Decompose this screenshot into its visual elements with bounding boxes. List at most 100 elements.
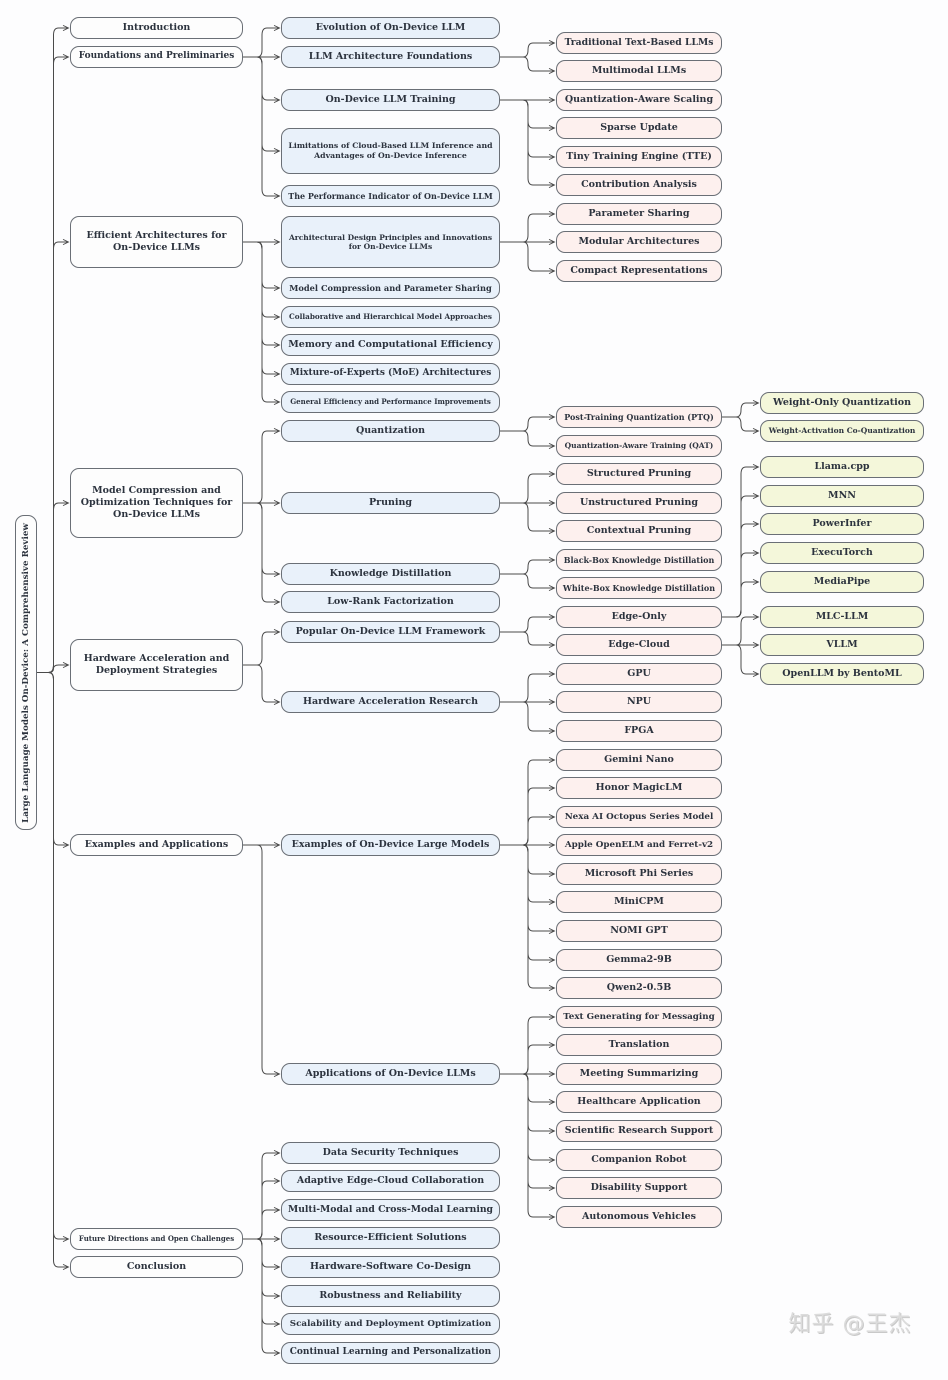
node-label: Disability Support bbox=[590, 1182, 688, 1194]
node-multimodal-learning: Multi-Modal and Cross-Modal Learning bbox=[281, 1199, 500, 1221]
node-label: The Performance Indicator of On-Device L… bbox=[288, 191, 493, 201]
connector-future-dir-to-multimodal-learning bbox=[243, 1210, 279, 1240]
node-distillation: Knowledge Distillation bbox=[281, 563, 500, 585]
connector-examples-models-to-ms-phi bbox=[500, 844, 554, 874]
node-label: Future Directions and Open Challenges bbox=[78, 1233, 235, 1243]
node-compact-repr: Compact Representations bbox=[556, 260, 722, 282]
node-memory: Memory and Computational Efficiency bbox=[281, 334, 500, 356]
node-label: Companion Robot bbox=[591, 1154, 687, 1166]
node-ptq: Post-Training Quantization (PTQ) bbox=[556, 406, 722, 428]
node-label: Adaptive Edge-Cloud Collaboration bbox=[296, 1175, 485, 1187]
zhihu-watermark: 知乎 @王杰 bbox=[788, 1312, 912, 1337]
node-robustness: Robustness and Reliability bbox=[281, 1285, 500, 1307]
node-hardware-accel: Hardware Acceleration and Deployment Str… bbox=[70, 639, 243, 691]
node-label: Data Security Techniques bbox=[322, 1147, 459, 1159]
node-meeting-sum: Meeting Summarizing bbox=[556, 1063, 722, 1085]
node-minicpm: MiniCPM bbox=[556, 891, 722, 913]
connector-quantization-to-qat bbox=[500, 430, 554, 446]
node-translation: Translation bbox=[556, 1034, 722, 1056]
node-moe: Mixture-of-Experts (MoE) Architectures bbox=[281, 363, 500, 385]
node-arch-design: Architectural Design Principles and Inno… bbox=[281, 216, 500, 268]
connector-applications-to-healthcare bbox=[500, 1073, 554, 1102]
connector-root-to-efficient-arch bbox=[37, 242, 68, 673]
node-future-dir: Future Directions and Open Challenges bbox=[70, 1228, 243, 1250]
node-contextual-pruning: Contextual Pruning bbox=[556, 520, 722, 542]
node-label: MLC-LLM bbox=[815, 611, 869, 623]
node-label: Quantization bbox=[355, 425, 426, 437]
node-training: On-Device LLM Training bbox=[281, 89, 500, 111]
node-contribution: Contribution Analysis bbox=[556, 174, 722, 196]
connector-edge-only-to-powerinfer bbox=[722, 524, 758, 618]
node-label: FPGA bbox=[624, 725, 654, 737]
node-intro: Introduction bbox=[70, 17, 243, 39]
node-label: Scalability and Deployment Optimization bbox=[289, 1318, 492, 1329]
node-label: Gemma2-9B bbox=[606, 954, 672, 966]
node-label: Unstructured Pruning bbox=[579, 497, 699, 509]
connector-distillation-to-black-box-kd bbox=[500, 560, 554, 575]
connector-edge-cloud-to-openllm bbox=[722, 644, 758, 674]
connector-root-to-intro bbox=[37, 28, 68, 673]
node-white-box-kd: White-Box Knowledge Distillation bbox=[556, 577, 722, 599]
node-label: Llama.cpp bbox=[814, 461, 870, 473]
node-honor-magiclm: Honor MagicLM bbox=[556, 777, 722, 799]
connector-hardware-accel-to-framework bbox=[243, 632, 279, 666]
node-label: Translation bbox=[608, 1039, 670, 1051]
node-label: Examples of On-Device Large Models bbox=[291, 839, 490, 851]
node-label: Large Language Models On-Device: A Compr… bbox=[21, 522, 32, 823]
connector-efficient-arch-to-memory bbox=[243, 241, 279, 345]
connector-model-compression-to-quantization bbox=[243, 431, 279, 504]
node-label: Honor MagicLM bbox=[595, 782, 683, 794]
connector-arch-design-to-compact-repr bbox=[500, 241, 554, 271]
connector-future-dir-to-scalability bbox=[243, 1238, 279, 1324]
node-label: Limitations of Cloud-Based LLM Inference… bbox=[288, 141, 493, 160]
node-low-rank: Low-Rank Factorization bbox=[281, 591, 500, 613]
node-ms-phi: Microsoft Phi Series bbox=[556, 863, 722, 885]
connector-applications-to-translation bbox=[500, 1045, 554, 1075]
node-apple-openelm: Apple OpenELM and Ferret-v2 bbox=[556, 834, 722, 856]
node-healthcare: Healthcare Application bbox=[556, 1091, 722, 1113]
connector-applications-to-autonomous bbox=[500, 1073, 554, 1217]
node-label: Parameter Sharing bbox=[588, 208, 690, 220]
node-label: Introduction bbox=[122, 22, 191, 34]
node-pruning: Pruning bbox=[281, 492, 500, 514]
node-mc-param-sharing: Model Compression and Parameter Sharing bbox=[281, 277, 500, 299]
connector-foundations-to-evolution bbox=[243, 28, 279, 58]
node-foundations: Foundations and Preliminaries bbox=[70, 46, 243, 68]
node-weight-only: Weight-Only Quantization bbox=[760, 392, 924, 414]
connector-ptq-to-weight-only bbox=[722, 403, 758, 418]
node-label: Apple OpenELM and Ferret-v2 bbox=[564, 839, 714, 850]
node-qwen2: Qwen2-0.5B bbox=[556, 977, 722, 999]
node-label: Popular On-Device LLM Framework bbox=[295, 626, 486, 638]
connector-quantization-to-ptq bbox=[500, 417, 554, 432]
connector-edge-only-to-mediapipe bbox=[722, 582, 758, 618]
node-examples-models: Examples of On-Device Large Models bbox=[281, 834, 500, 856]
connector-training-to-contribution bbox=[500, 99, 554, 185]
node-continual: Continual Learning and Personalization bbox=[281, 1342, 500, 1364]
node-label: Evolution of On-Device LLM bbox=[315, 22, 466, 34]
node-label: Weight-Activation Co-Quantization bbox=[768, 426, 916, 436]
node-label: VLLM bbox=[826, 639, 858, 651]
node-label: Robustness and Reliability bbox=[319, 1290, 462, 1302]
node-openllm: OpenLLM by BentoML bbox=[760, 663, 924, 685]
node-hw-research: Hardware Acceleration Research bbox=[281, 691, 500, 713]
node-label: Structured Pruning bbox=[586, 468, 692, 480]
node-conclusion: Conclusion bbox=[70, 1256, 243, 1278]
node-mlc-llm: MLC-LLM bbox=[760, 606, 924, 628]
connector-llm-arch-to-trad-llms bbox=[500, 43, 554, 58]
connector-arch-design-to-param-sharing bbox=[500, 214, 554, 243]
connector-future-dir-to-continual bbox=[243, 1238, 279, 1353]
node-label: Knowledge Distillation bbox=[329, 568, 452, 580]
node-label: Contribution Analysis bbox=[581, 179, 697, 191]
node-sparse-update: Sparse Update bbox=[556, 117, 722, 139]
node-label: Healthcare Application bbox=[577, 1096, 701, 1108]
node-label: Examples and Applications bbox=[84, 839, 229, 851]
node-npu: NPU bbox=[556, 691, 722, 713]
node-text-gen: Text Generating for Messaging bbox=[556, 1006, 722, 1028]
node-label: Sparse Update bbox=[600, 122, 678, 134]
node-multimodal-llms: Multimodal LLMs bbox=[556, 60, 722, 82]
node-label: Foundations and Preliminaries bbox=[78, 51, 235, 62]
connector-efficient-arch-to-collab bbox=[243, 241, 279, 317]
node-collab: Collaborative and Hierarchical Model App… bbox=[281, 306, 500, 328]
connector-llm-arch-to-multimodal-llms bbox=[500, 56, 554, 71]
